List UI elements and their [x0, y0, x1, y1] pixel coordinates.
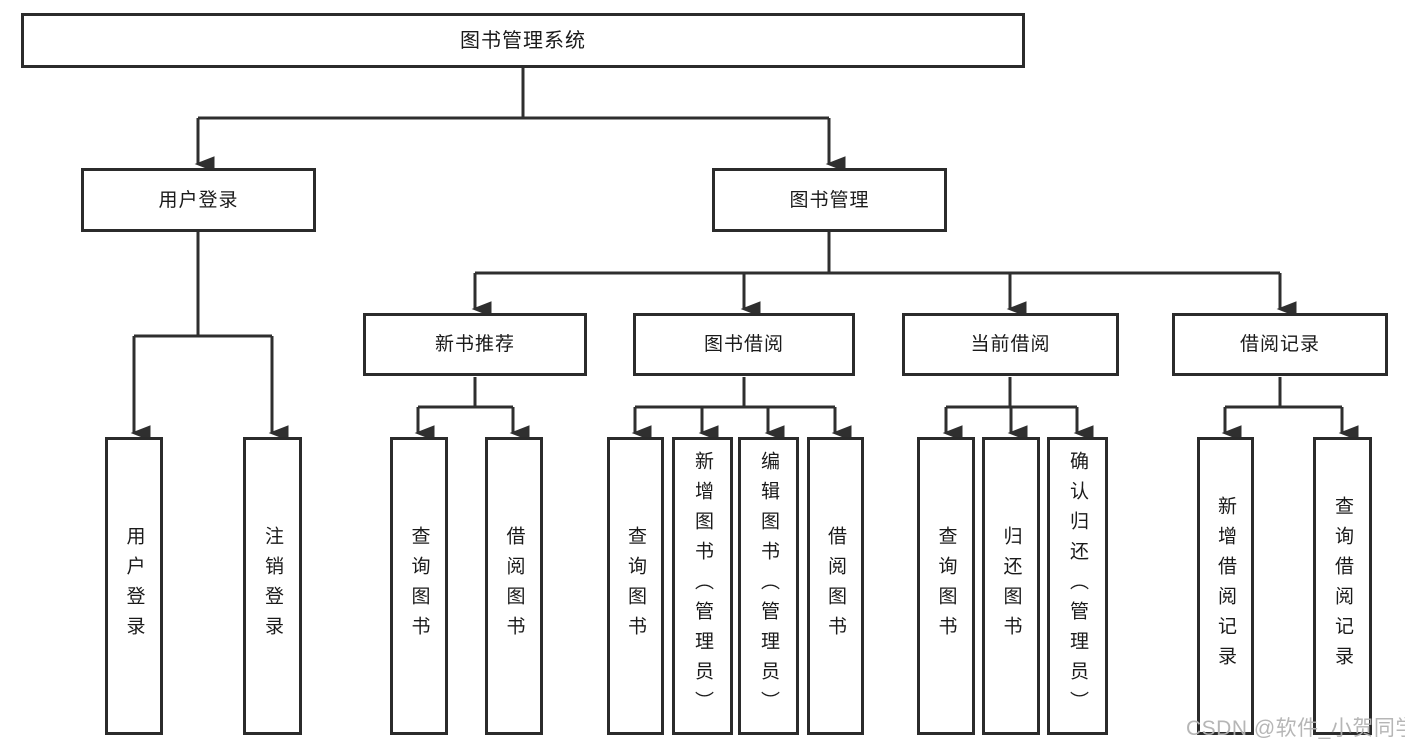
node-book-borrowing: 图书借阅 [633, 313, 855, 376]
node-user-login-branch: 用户登录 [81, 168, 316, 232]
leaf-borrow-books-newbook: 借阅图书 [485, 437, 543, 735]
leaf-user-login: 用户登录 [105, 437, 163, 735]
leaf-query-books-borrowing: 查询图书 [607, 437, 664, 735]
leaf-query-books-newbook: 查询图书 [390, 437, 448, 735]
leaf-logout-login: 注销登录 [243, 437, 302, 735]
node-borrowing-records: 借阅记录 [1172, 313, 1388, 376]
leaf-return-books: 归还图书 [982, 437, 1040, 735]
node-current-borrowing: 当前借阅 [902, 313, 1119, 376]
leaf-query-borrow-record: 查询借阅记录 [1313, 437, 1372, 735]
node-new-book-recommendation: 新书推荐 [363, 313, 587, 376]
leaf-edit-books-admin: 编辑图书（管理员） [738, 437, 799, 735]
leaf-add-borrow-record: 新增借阅记录 [1197, 437, 1254, 735]
node-book-management-branch: 图书管理 [712, 168, 947, 232]
leaf-confirm-return-admin: 确认归还（管理员） [1047, 437, 1108, 735]
leaf-borrow-books-borrowing: 借阅图书 [807, 437, 864, 735]
watermark-csdn: CSDN @软件_小贺同学 [1186, 717, 1405, 740]
leaf-add-books-admin: 新增图书（管理员） [672, 437, 733, 735]
leaf-query-books-current: 查询图书 [917, 437, 975, 735]
node-library-management-system: 图书管理系统 [21, 13, 1025, 68]
